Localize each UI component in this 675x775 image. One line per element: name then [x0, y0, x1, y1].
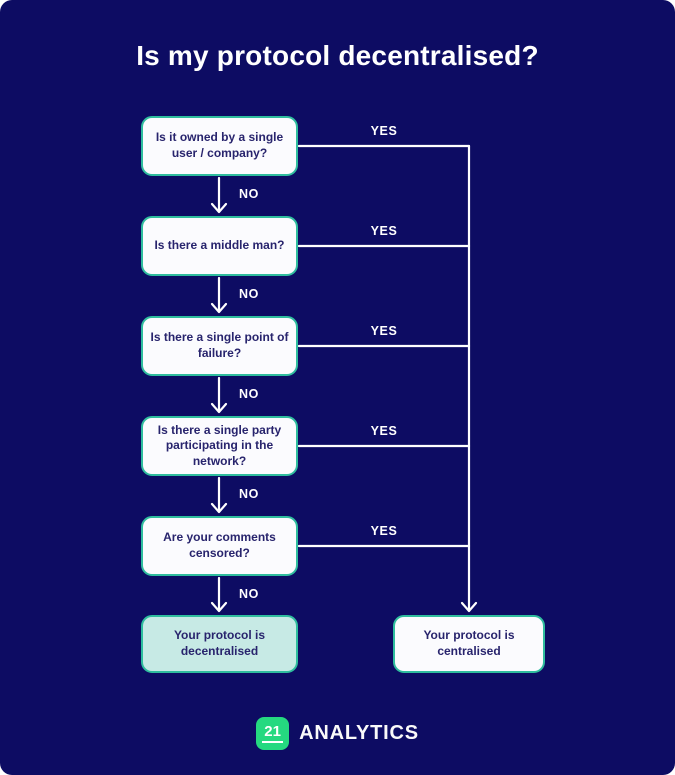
- no-connector-2: [210, 276, 228, 314]
- yes-label-5: YES: [370, 524, 398, 538]
- question-label: Is there a single point of failure?: [150, 330, 289, 360]
- no-connector-3: [210, 376, 228, 414]
- question-label: Is there a middle man?: [154, 238, 285, 253]
- question-box-owned-by-single: Is it owned by a single user / company?: [141, 116, 298, 176]
- no-label-2: NO: [239, 287, 259, 301]
- yes-label-3: YES: [370, 324, 398, 338]
- logo-21-text: 21: [262, 723, 283, 744]
- question-box-middle-man: Is there a middle man?: [141, 216, 298, 276]
- yes-label-2: YES: [370, 224, 398, 238]
- page-title: Is my protocol decentralised?: [136, 40, 539, 71]
- question-label: Is there a single party participating in…: [157, 422, 282, 468]
- logo-21-icon: 21: [256, 717, 290, 750]
- result-box-centralised: Your protocol is centralised: [393, 615, 545, 673]
- centralised-connector: [460, 144, 478, 613]
- yes-label-4: YES: [370, 424, 398, 438]
- result-box-decentralised: Your protocol is decentralised: [141, 615, 298, 673]
- yes-label-1: YES: [370, 124, 398, 138]
- no-connector-4: [210, 476, 228, 514]
- no-label-1: NO: [239, 187, 259, 201]
- question-label: Are your comments censored?: [163, 530, 276, 560]
- brand-name: ANALYTICS: [299, 722, 419, 744]
- question-box-single-point-of-failure: Is there a single point of failure?: [141, 316, 298, 376]
- no-connector-5: [210, 576, 228, 613]
- question-label: Is it owned by a single user / company?: [155, 130, 284, 160]
- no-label-3: NO: [239, 387, 259, 401]
- result-label: Your protocol is decentralised: [173, 628, 266, 658]
- brand-footer: 21 ANALYTICS: [0, 717, 675, 750]
- question-box-comments-censored: Are your comments censored?: [141, 516, 298, 576]
- result-label: Your protocol is centralised: [423, 628, 515, 658]
- no-label-5: NO: [239, 587, 259, 601]
- question-box-single-party: Is there a single party participating in…: [141, 416, 298, 476]
- no-connector-1: [210, 176, 228, 214]
- no-label-4: NO: [239, 487, 259, 501]
